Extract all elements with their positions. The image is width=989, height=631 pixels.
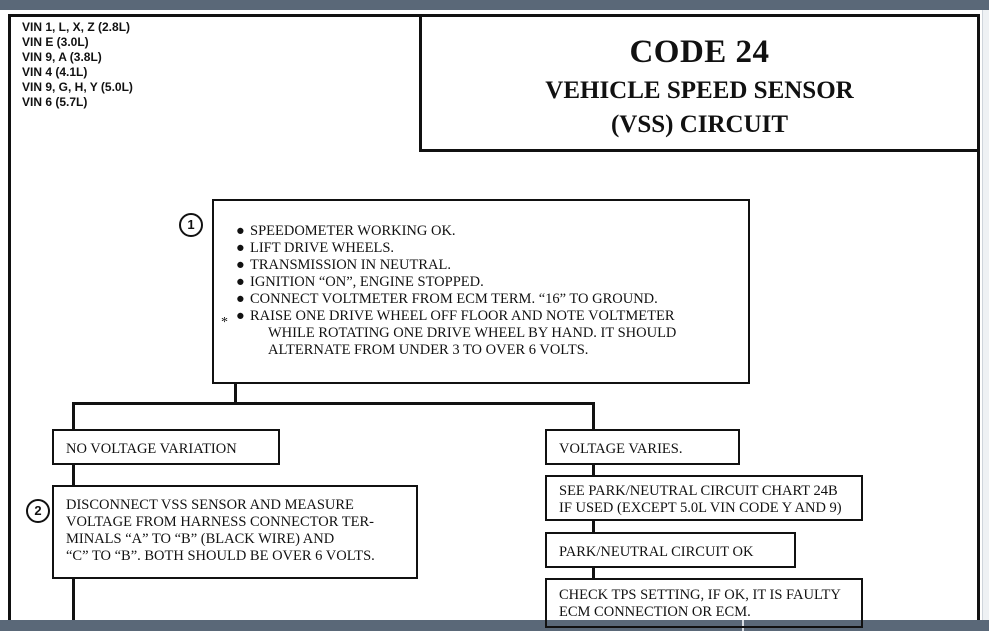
vin-line: VIN 1, L, X, Z (2.8L) <box>22 20 131 34</box>
connector-line <box>592 465 595 475</box>
step-1-item-text: SPEEDOMETER WORKING OK. <box>250 223 456 239</box>
step-2-box: DISCONNECT VSS SENSOR AND MEASURE VOLTAG… <box>52 485 418 579</box>
connector-line <box>592 521 595 532</box>
park-neutral-chart-line: IF USED (EXCEPT 5.0L VIN CODE Y AND 9) <box>559 500 842 516</box>
title-box: CODE 24 VEHICLE SPEED SENSOR (VSS) CIRCU… <box>419 16 977 152</box>
step-1-continuation: ALTERNATE FROM UNDER 3 TO OVER 6 VOLTS. <box>268 342 589 358</box>
step-1-item-text: LIFT DRIVE WHEELS. <box>250 240 395 256</box>
vin-list: VIN 1, L, X, Z (2.8L) VIN E (3.0L) VIN 9… <box>22 20 133 110</box>
page-frame-left <box>8 14 11 620</box>
step-1-item: ● SPEEDOMETER WORKING OK. <box>234 223 734 240</box>
connector-line <box>72 465 75 485</box>
tps-check-line: ECM CONNECTION OR ECM. <box>559 604 751 620</box>
park-neutral-chart-line: SEE PARK/NEUTRAL CIRCUIT CHART 24B <box>559 483 838 499</box>
no-voltage-variation-text: NO VOLTAGE VARIATION <box>66 441 237 457</box>
tps-check-line: CHECK TPS SETTING, IF OK, IT IS FAULTY <box>559 587 841 603</box>
step-1-item-text: TRANSMISSION IN NEUTRAL. <box>250 257 451 273</box>
step-1-box: ● SPEEDOMETER WORKING OK. ● LIFT DRIVE WHE… <box>212 199 750 384</box>
vin-line: VIN 9, A (3.8L) <box>22 50 102 64</box>
voltage-varies-text: VOLTAGE VARIES. <box>559 441 683 457</box>
connector-line <box>234 384 237 404</box>
park-neutral-ok-box: PARK/NEUTRAL CIRCUIT OK <box>545 532 796 568</box>
step-2-line: VOLTAGE FROM HARNESS CONNECTOR TER- <box>66 514 374 530</box>
page-frame-right <box>977 14 980 620</box>
title-line-1: VEHICLE SPEED SENSOR <box>545 77 854 104</box>
step-2-number: 2 <box>26 499 50 523</box>
title-line-2: (VSS) CIRCUIT <box>610 111 789 138</box>
step-1-item: ● LIFT DRIVE WHEELS. <box>234 240 734 257</box>
bullet-icon: ● <box>236 240 245 256</box>
step-1-item-text: CONNECT VOLTMETER FROM ECM TERM. “16” TO… <box>250 291 658 307</box>
vin-line: VIN 6 (5.7L) <box>22 95 88 109</box>
connector-line <box>592 568 595 578</box>
park-neutral-chart-box: SEE PARK/NEUTRAL CIRCUIT CHART 24B IF US… <box>545 475 863 521</box>
step-2-line: “C” TO “B”. BOTH SHOULD BE OVER 6 VOLTS. <box>66 548 375 564</box>
connector-line <box>592 402 595 429</box>
bullet-icon: ● <box>236 257 245 273</box>
vin-line: VIN E (3.0L) <box>22 35 89 49</box>
no-voltage-variation-box: NO VOLTAGE VARIATION <box>52 429 280 465</box>
step-1-number: 1 <box>179 213 203 237</box>
bottom-bar-marker <box>742 620 744 631</box>
connector-line <box>72 579 75 620</box>
step-1-item: ● RAISE ONE DRIVE WHEEL OFF FLOOR AND NOT… <box>234 308 734 325</box>
step-1-item: ● IGNITION “ON”, ENGINE STOPPED. <box>234 274 734 291</box>
bullet-icon: ● <box>236 291 245 307</box>
asterisk-mark: * <box>221 315 228 330</box>
page-frame-top <box>8 14 980 17</box>
bullet-icon: ● <box>236 223 245 239</box>
bullet-icon: ● <box>236 274 245 290</box>
bullet-icon: ● <box>236 308 245 324</box>
step-1-item: ● CONNECT VOLTMETER FROM ECM TERM. “16” T… <box>234 291 734 308</box>
park-neutral-ok-text: PARK/NEUTRAL CIRCUIT OK <box>559 544 754 560</box>
vin-line: VIN 4 (4.1L) <box>22 65 88 79</box>
viewer-scrollbar[interactable] <box>982 10 989 620</box>
step-1-item-text: IGNITION “ON”, ENGINE STOPPED. <box>250 274 484 290</box>
code-title: CODE 24 <box>629 34 770 70</box>
vin-line: VIN 9, G, H, Y (5.0L) <box>22 80 133 94</box>
viewer-bottom-bar <box>0 620 989 631</box>
voltage-varies-box: VOLTAGE VARIES. <box>545 429 740 465</box>
step-2-line: MINALS “A” TO “B” (BLACK WIRE) AND <box>66 531 335 547</box>
branch-line <box>72 402 595 405</box>
step-1-item: ● TRANSMISSION IN NEUTRAL. <box>234 257 734 274</box>
step-1-item-text: RAISE ONE DRIVE WHEEL OFF FLOOR AND NOTE… <box>250 308 675 324</box>
connector-line <box>72 402 75 429</box>
step-2-line: DISCONNECT VSS SENSOR AND MEASURE <box>66 497 354 513</box>
step-1-continuation: WHILE ROTATING ONE DRIVE WHEEL BY HAND. … <box>268 325 677 341</box>
tps-check-box: CHECK TPS SETTING, IF OK, IT IS FAULTY E… <box>545 578 863 628</box>
viewer-top-bar <box>0 0 989 10</box>
